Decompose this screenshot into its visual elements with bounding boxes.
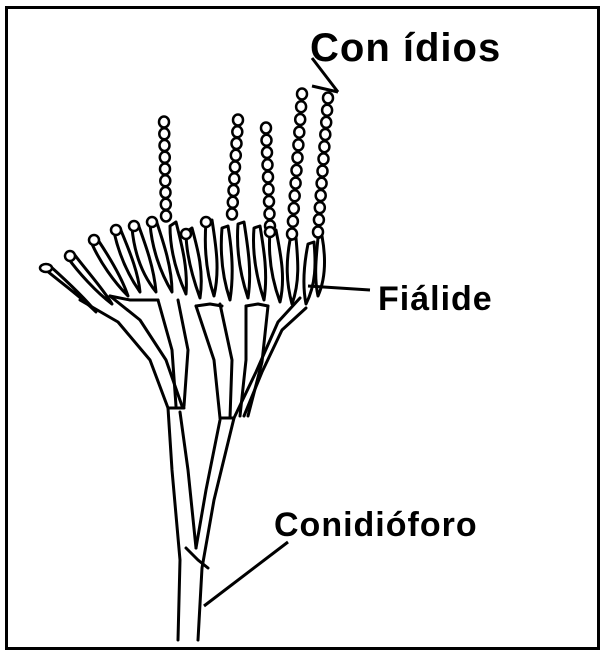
conidium (233, 115, 243, 126)
conidia-chains (159, 89, 333, 240)
conidium (318, 166, 328, 177)
conidium (291, 178, 301, 189)
label-conidios: Con ídios (310, 28, 501, 68)
conidium (262, 135, 272, 146)
conidium (319, 153, 329, 164)
conidium (294, 127, 304, 138)
conidium (264, 184, 274, 195)
conidium (229, 185, 239, 196)
conidium (159, 117, 169, 128)
conidium (322, 105, 332, 116)
conidium (315, 202, 325, 213)
metulae-branches (80, 296, 306, 418)
conidiophore-stalk (168, 408, 234, 640)
conidium (265, 208, 275, 219)
conidium (231, 150, 241, 161)
conidium (288, 216, 298, 227)
conidium (161, 187, 171, 198)
conidium (161, 199, 171, 210)
conidium (314, 214, 324, 225)
label-conidioforo: Conidióforo (274, 508, 478, 542)
conidium (263, 159, 273, 170)
conidium (230, 162, 240, 173)
conidium (287, 229, 297, 240)
conidium (228, 197, 238, 208)
conidium (263, 172, 273, 183)
conidium (159, 128, 169, 139)
conidium (232, 126, 242, 137)
conidium (293, 139, 303, 150)
conidium (313, 227, 323, 238)
conidium (232, 138, 242, 149)
conidium (227, 209, 237, 220)
conidium (320, 129, 330, 140)
conidium (261, 123, 271, 134)
conidium (321, 117, 331, 128)
conidium (160, 140, 170, 151)
conidium (290, 190, 300, 201)
conidium (262, 147, 272, 158)
conidium (160, 164, 170, 175)
conidium (319, 141, 329, 152)
label-fialide: Fiálide (378, 282, 493, 316)
conidium (264, 196, 274, 207)
conidium (160, 152, 170, 163)
conidium (297, 89, 307, 100)
conidium (296, 101, 306, 112)
conidium (293, 152, 303, 163)
conidium (289, 203, 299, 214)
conidium (292, 165, 302, 176)
conidium (317, 178, 327, 189)
conidium (160, 175, 170, 186)
conidium (295, 114, 305, 125)
conidium (161, 211, 171, 222)
conidium (323, 93, 333, 104)
conidium (316, 190, 326, 201)
leader-conidioforo (204, 542, 288, 606)
conidium (229, 173, 239, 184)
